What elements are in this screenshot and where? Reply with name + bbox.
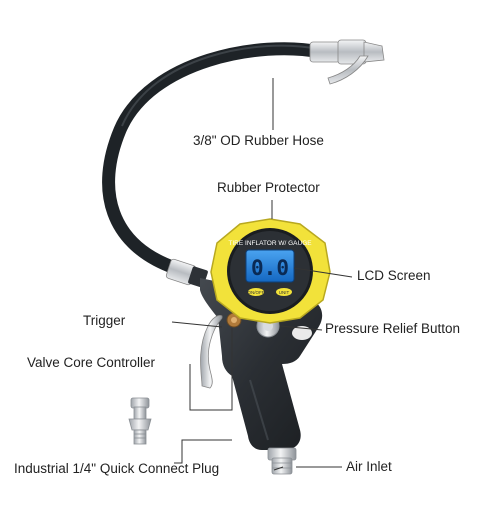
label-valve-core-controller: Valve Core Controller <box>27 355 156 370</box>
gauge-button-right-label: UNIT <box>279 290 290 295</box>
label-trigger: Trigger <box>83 313 126 328</box>
label-pressure-relief-button: Pressure Relief Button <box>325 321 461 336</box>
label-quick-connect-plug: Industrial 1/4" Quick Connect Plug <box>14 461 220 476</box>
label-rubber-protector: Rubber Protector <box>217 180 320 195</box>
gauge-button-right <box>276 288 292 296</box>
callout-trigger <box>171 321 223 328</box>
digital-gauge: TIRE INFLATOR W/ GAUGE 0.0 ON/OFF UNIT <box>210 218 331 324</box>
lcd-readout: 0.0 <box>251 256 289 280</box>
quick-connect-plug <box>128 397 152 445</box>
air-chuck <box>309 39 385 85</box>
label-air-inlet: Air Inlet <box>346 459 392 474</box>
gauge-button-left-label: ON/OFF <box>248 290 265 295</box>
callout-lines <box>171 78 353 471</box>
callout-plug-to-gun <box>273 466 284 471</box>
label-rubber-hose: 3/8" OD Rubber Hose <box>193 133 324 148</box>
callout-lcd <box>293 267 353 278</box>
gauge-header: TIRE INFLATOR W/ GAUGE <box>228 240 312 247</box>
air-inlet-fitting <box>267 447 297 475</box>
hose <box>102 42 327 275</box>
label-lcd-screen: LCD Screen <box>357 268 431 283</box>
callout-valve <box>189 328 233 411</box>
callout-plug <box>174 439 232 464</box>
trigger <box>200 315 223 389</box>
gauge-button-left <box>248 288 264 296</box>
callout-relief <box>279 325 323 331</box>
lcd-screen <box>245 249 295 283</box>
